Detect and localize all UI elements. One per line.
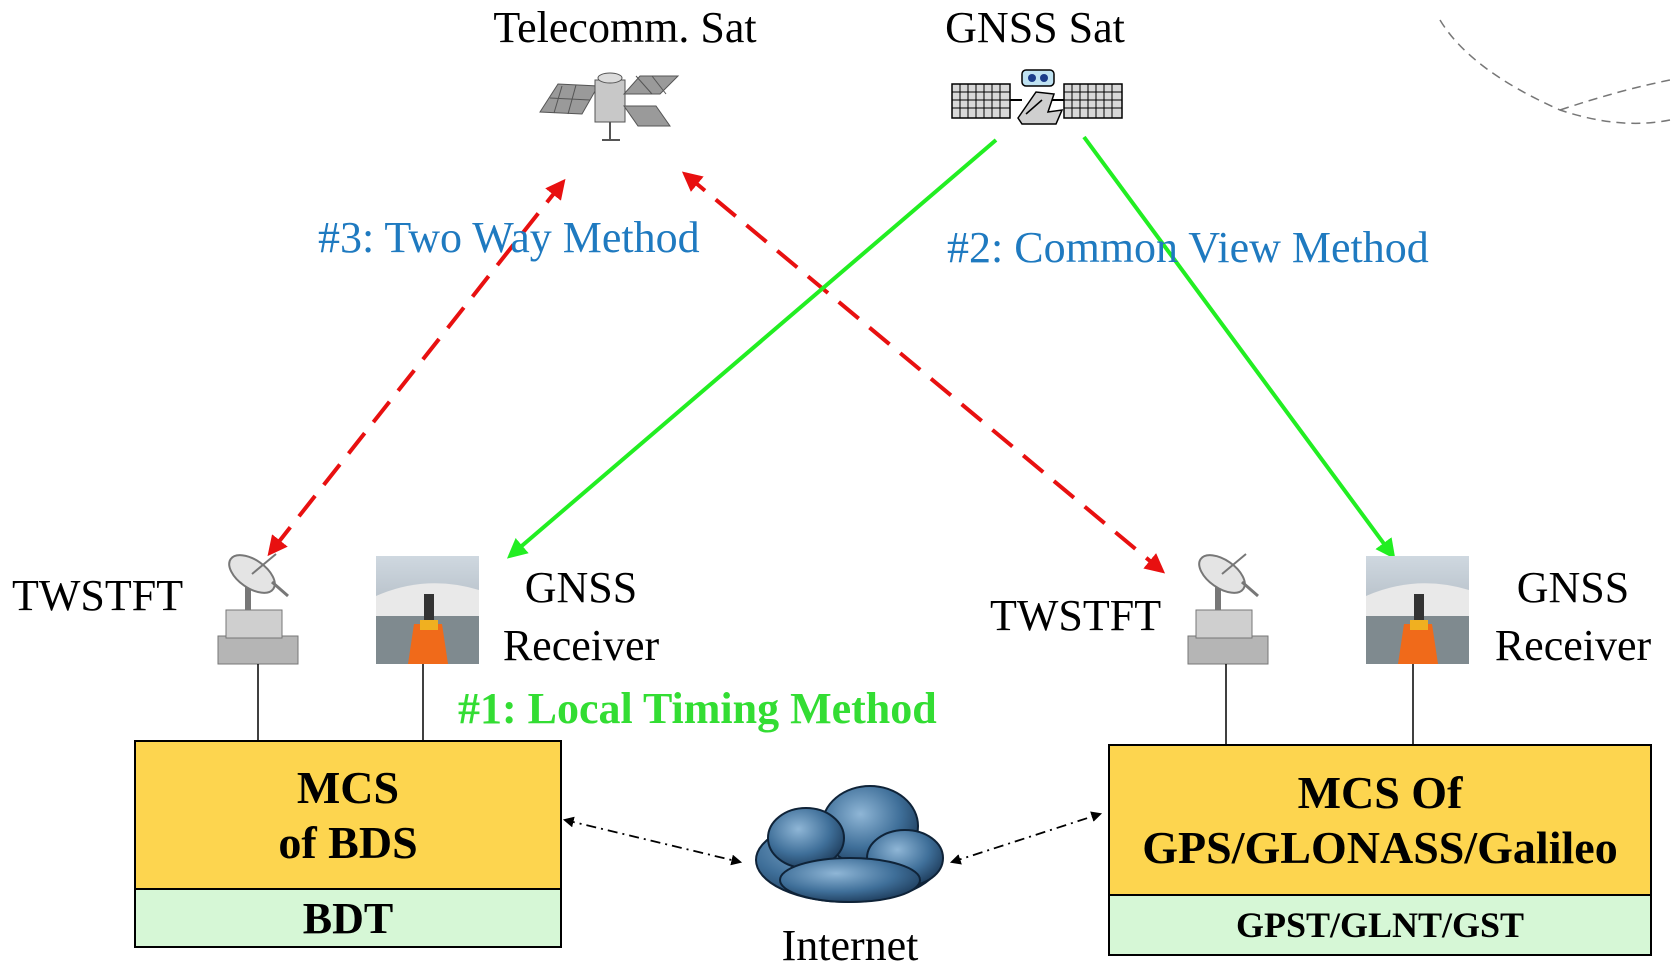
- mcs-bds-box: MCS of BDS: [134, 740, 562, 890]
- bdt-label: BDT: [302, 893, 394, 943]
- internet-label: Internet: [781, 921, 919, 970]
- two-way-method-label: #3: Two Way Method: [318, 213, 700, 262]
- left-twstft-label: TWSTFT: [12, 571, 184, 620]
- telecomm-sat-label: Telecomm. Sat: [493, 3, 757, 52]
- common-view-arrow-left: [506, 138, 998, 559]
- mcs-gnss-line1: MCS Of: [1297, 766, 1463, 818]
- common-view-method-label: #2: Common View Method: [947, 223, 1429, 272]
- right-gnss-receiver-label-line2: Receiver: [1494, 621, 1652, 670]
- mcs-bds-line2: of BDS: [278, 817, 418, 868]
- internet-link-left: [562, 816, 743, 866]
- mcs-bds-line1: MCS: [296, 761, 400, 813]
- gnss-receiver-photo-icon: [1366, 556, 1469, 664]
- gnss-receiver-photo-icon: [376, 556, 479, 664]
- right-gnss-receiver-label-line1: GNSS: [1516, 563, 1630, 612]
- twstft-dish-icon: [1187, 553, 1269, 665]
- gpst-glnt-gst-label: GPST/GLNT/GST: [1235, 905, 1525, 945]
- twstft-dish-icon: [217, 553, 299, 665]
- left-gnss-receiver-label-line2: Receiver: [502, 621, 660, 670]
- mcs-gnss-line2: GPS/GLONASS/Galileo: [1142, 822, 1618, 873]
- telecomm-satellite-icon: [539, 72, 680, 141]
- two-way-arrow-right: [681, 171, 1166, 574]
- gnss-sat-label: GNSS Sat: [945, 3, 1125, 52]
- common-view-arrow-right: [1082, 135, 1396, 560]
- gpst-glnt-gst-box: GPST/GLNT/GST: [1108, 894, 1652, 956]
- gnss-satellite-icon: [951, 69, 1123, 125]
- internet-link-right: [949, 811, 1103, 865]
- mcs-gps-glonass-galileo-box: MCS Of GPS/GLONASS/Galileo: [1108, 744, 1652, 896]
- orbit-decoration: [1439, 19, 1671, 125]
- cloud-icon: [755, 785, 944, 903]
- local-timing-method-label: #1: Local Timing Method: [458, 684, 937, 733]
- right-twstft-label: TWSTFT: [990, 591, 1162, 640]
- bdt-box: BDT: [134, 888, 562, 948]
- device-connectors: [257, 664, 1414, 746]
- left-gnss-receiver-label-line1: GNSS: [524, 563, 638, 612]
